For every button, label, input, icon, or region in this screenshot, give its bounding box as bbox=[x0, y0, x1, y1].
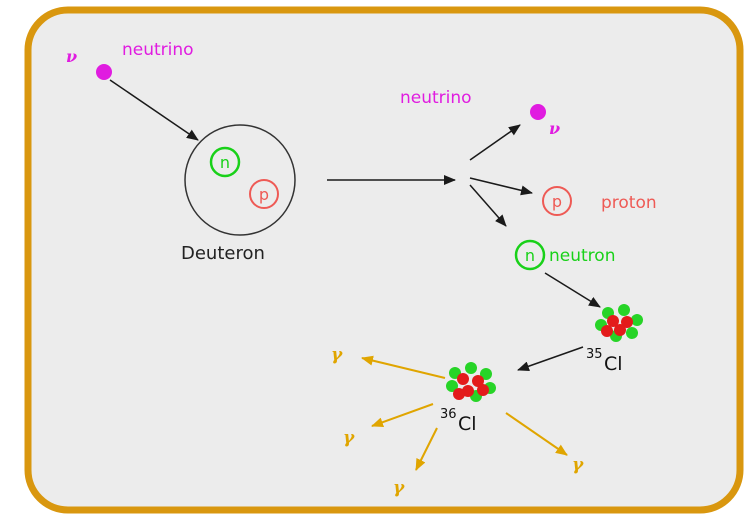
arrow-cl35-to-cl36 bbox=[517, 346, 584, 372]
neutrino-out-dot bbox=[530, 104, 546, 120]
deuteron-neutron-letter: n bbox=[220, 153, 230, 172]
deuteron-label: Deuteron bbox=[181, 243, 265, 264]
arrow-neutrino-to-deuteron bbox=[109, 79, 199, 141]
neutron-out-letter: n bbox=[525, 246, 535, 265]
neutron-out-label: neutron bbox=[549, 246, 615, 266]
deuteron-proton-letter: p bbox=[259, 185, 269, 204]
gamma-label-right: γ bbox=[572, 455, 584, 475]
arrow-to-neutrino-out bbox=[469, 124, 521, 161]
nu-out-symbol: ν bbox=[549, 119, 560, 138]
neutrino-in-label: neutrino bbox=[122, 40, 194, 60]
neutrino-in-dot bbox=[96, 64, 112, 80]
neutrino-out-label: neutrino bbox=[400, 88, 472, 108]
deuteron-proton bbox=[249, 179, 279, 209]
gamma-label-down: γ bbox=[393, 478, 405, 498]
cl36-symbol: Cl bbox=[458, 413, 477, 435]
cl35-mass-number: 35 bbox=[586, 347, 603, 362]
gamma-label-left: γ bbox=[343, 428, 355, 448]
cl35-nucleus bbox=[595, 304, 643, 342]
gamma-arrow-right bbox=[505, 412, 568, 456]
gamma-arrow-down bbox=[415, 427, 438, 471]
gamma-arrow-left bbox=[371, 403, 434, 427]
nu-in-symbol: ν bbox=[66, 47, 77, 66]
frame-border bbox=[24, 6, 744, 514]
deuteron-shell bbox=[184, 124, 296, 236]
cl35-symbol: Cl bbox=[604, 353, 623, 375]
proton-out-label: proton bbox=[601, 193, 657, 213]
cl36-nucleus bbox=[446, 362, 496, 402]
gamma-label-upper-left: γ bbox=[331, 345, 343, 365]
neutron-out-circle bbox=[514, 239, 546, 271]
arrow-neutron-to-cl35 bbox=[544, 272, 601, 308]
deuteron-neutron bbox=[209, 146, 241, 178]
cl36-mass-number: 36 bbox=[440, 407, 457, 422]
arrow-to-proton-out bbox=[469, 177, 533, 196]
proton-out-letter: p bbox=[552, 192, 562, 211]
gamma-arrow-upper-left bbox=[361, 355, 446, 379]
proton-out-circle bbox=[542, 186, 572, 216]
arrow-to-neutron-out bbox=[469, 184, 507, 227]
